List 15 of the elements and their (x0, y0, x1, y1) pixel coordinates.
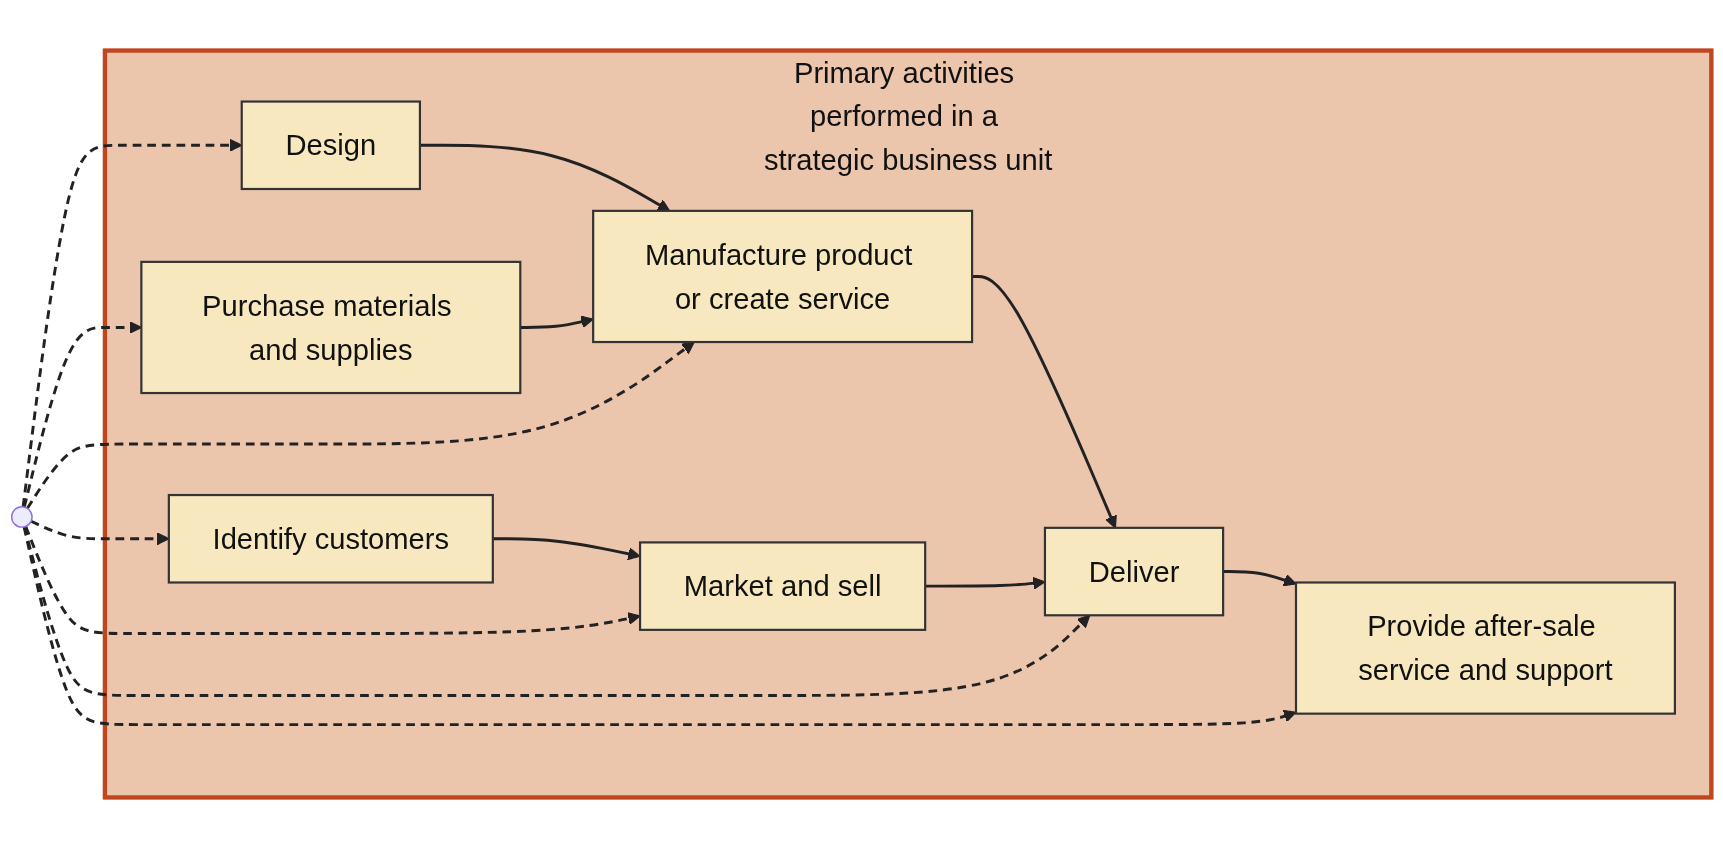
arrow (24, 525, 641, 635)
arrow (22, 526, 1297, 727)
node-box: Identify customers (167, 493, 494, 584)
arrow (520, 315, 594, 329)
node-box: Provide after-sale service and support (1294, 581, 1676, 715)
node-box: Market and sell (638, 541, 927, 631)
node-box: Manufacture product or create service (592, 209, 974, 344)
arrow (1223, 570, 1297, 587)
node-box: Design (240, 100, 421, 191)
arrow (23, 526, 1091, 697)
node-box: Deliver (1043, 526, 1225, 617)
node-box: Purchase materials and supplies (140, 260, 522, 395)
node-circle (10, 505, 33, 528)
arrow (22, 321, 142, 508)
arrow (492, 537, 641, 561)
